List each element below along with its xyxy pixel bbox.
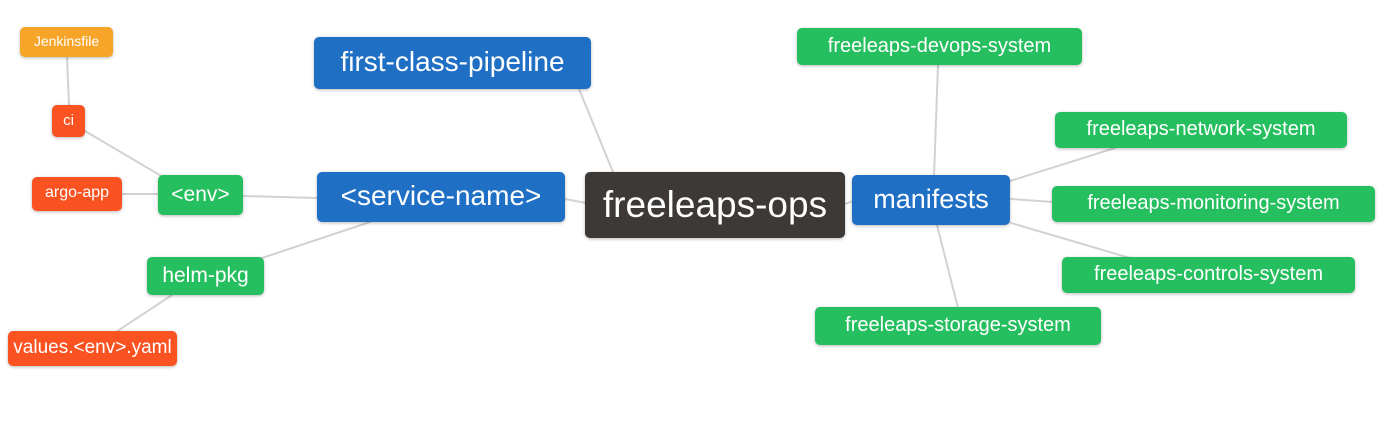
edge-manifests--freeleaps-monitoring-system [1010,198,1054,203]
node-jenkinsfile[interactable]: Jenkinsfile [20,27,113,57]
node-manifests[interactable]: manifests [852,175,1010,225]
node-label: freeleaps-controls-system [1094,263,1323,285]
node-label: freeleaps-monitoring-system [1087,192,1340,214]
edge-manifests--freeleaps-network-system [1009,147,1116,182]
node-label: <service-name> [340,180,542,211]
node-label: argo-app [44,184,110,201]
edge-manifests--freeleaps-storage-system [936,224,959,309]
node-values-env-yaml[interactable]: values.<env>.yaml [8,331,177,366]
node-env[interactable]: <env> [158,175,243,215]
node-label: ci [63,111,74,129]
edge-jenkinsfile--ci [66,56,70,106]
edge-env--service-name [242,195,318,199]
node-freeleaps-network-system[interactable]: freeleaps-network-system [1055,112,1347,148]
edge-helm-pkg--values-env-yaml [115,294,173,333]
node-ci[interactable]: ci [52,105,85,137]
node-helm-pkg[interactable]: helm-pkg [147,257,264,295]
node-label: helm-pkg [162,263,249,287]
node-freeleaps-ops[interactable]: freeleaps-ops [585,172,845,238]
node-label: freeleaps-network-system [1086,118,1316,140]
edge-ci--env [84,130,164,178]
node-label: Jenkinsfile [33,33,100,49]
node-argo-app[interactable]: argo-app [32,177,122,211]
edge-manifests--freeleaps-controls-system [1010,222,1131,259]
node-label: freeleaps-devops-system [827,34,1052,57]
node-first-class-pipeline[interactable]: first-class-pipeline [314,37,591,89]
node-label: values.<env>.yaml [13,337,172,358]
edge-first-class-pipeline--freeleaps-ops [578,88,614,173]
node-freeleaps-storage-system[interactable]: freeleaps-storage-system [815,307,1101,345]
edge-freeleaps-devops-system--manifests [933,64,939,177]
edge-freeleaps-ops--manifests [844,200,854,205]
node-label: manifests [873,183,989,214]
node-label: freeleaps-storage-system [845,314,1071,336]
node-label: <env> [171,182,230,206]
edge-service-name--freeleaps-ops [564,198,587,204]
node-freeleaps-controls-system[interactable]: freeleaps-controls-system [1062,257,1355,293]
node-service-name[interactable]: <service-name> [317,172,565,222]
node-label: first-class-pipeline [340,46,565,77]
node-freeleaps-monitoring-system[interactable]: freeleaps-monitoring-system [1052,186,1375,222]
node-label: freeleaps-ops [602,183,828,225]
edge-service-name--helm-pkg [261,221,371,259]
node-freeleaps-devops-system[interactable]: freeleaps-devops-system [797,28,1082,65]
